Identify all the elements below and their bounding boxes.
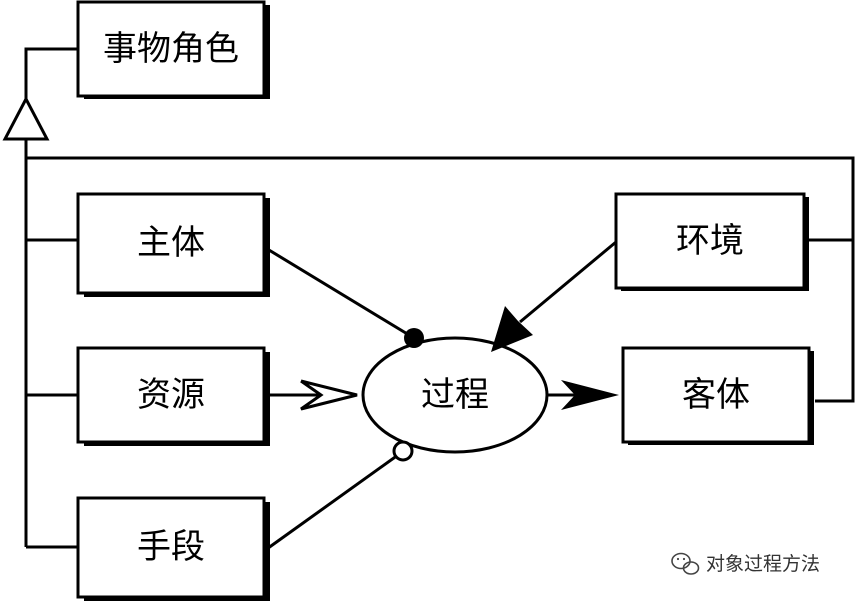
watermark-text: 对象过程方法 xyxy=(706,553,820,575)
inheritance-lines xyxy=(24,47,855,549)
box-environment xyxy=(614,192,806,290)
label-environment: 环境 xyxy=(676,221,744,261)
box-subject xyxy=(76,192,266,295)
watermark: 对象过程方法 xyxy=(671,552,820,575)
effect-link-filled-arrowhead xyxy=(491,306,533,352)
wechat-icon xyxy=(671,552,700,575)
label-means: 手段 xyxy=(137,527,205,567)
inheritance-triangle xyxy=(2,95,50,141)
label-subject: 主体 xyxy=(137,223,205,263)
boxes xyxy=(76,0,811,599)
label-resource: 资源 xyxy=(137,375,205,415)
result-link-filled-arrowhead xyxy=(561,380,619,410)
box-thing-role xyxy=(76,0,266,98)
labels: 事物角色 主体 资源 手段 过程 环境 客体 xyxy=(103,29,750,567)
box-means xyxy=(76,496,266,599)
consume-link-open-arrowhead xyxy=(300,379,358,411)
label-process: 过程 xyxy=(421,375,489,415)
box-object xyxy=(621,346,811,444)
label-object: 客体 xyxy=(682,375,750,415)
links xyxy=(263,240,617,553)
instrument-link-hollow-dot xyxy=(392,440,414,462)
agent-link-filled-dot xyxy=(404,328,424,348)
label-thing-role: 事物角色 xyxy=(103,29,239,69)
